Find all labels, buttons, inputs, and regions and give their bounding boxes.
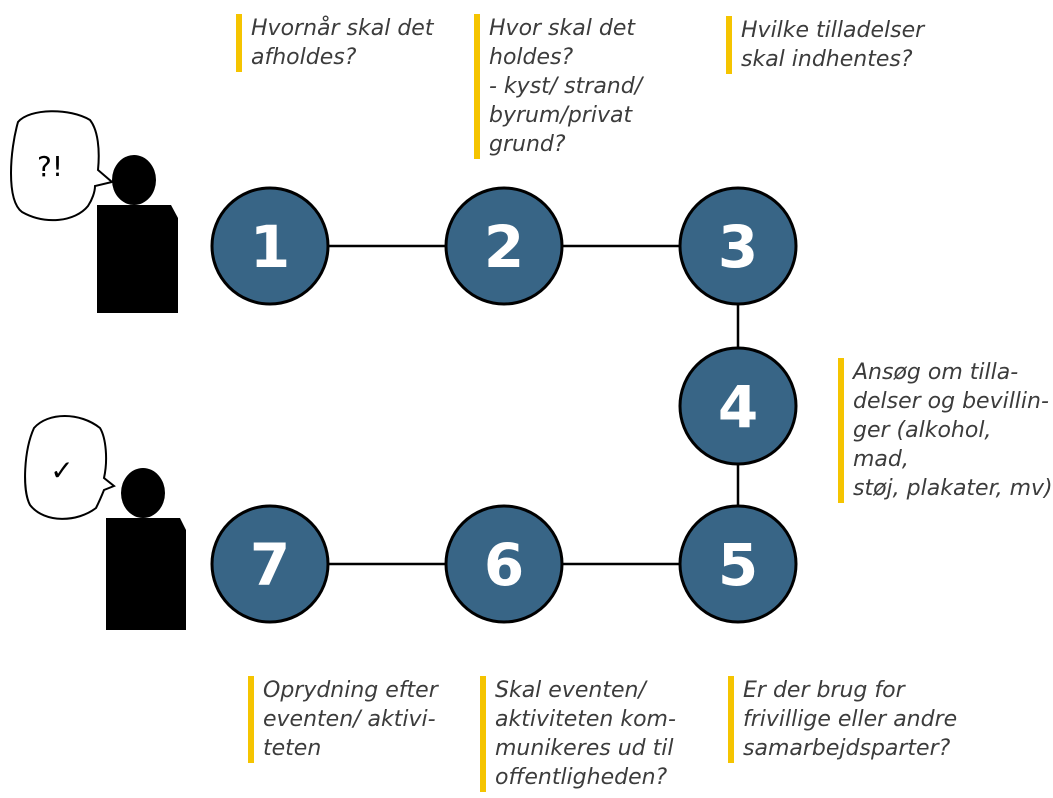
step-number: 1 (250, 213, 290, 281)
note-step-4: Ansøg om tilla- delser og bevillin- ger … (838, 358, 1053, 503)
step-number: 4 (718, 373, 758, 441)
note-step-6: Skal eventen/ aktiviteten kom- munikeres… (480, 676, 700, 792)
step-circle (678, 346, 798, 466)
step-number: 3 (718, 213, 758, 281)
bubble-shape (24, 415, 116, 520)
start-speech-bubble: ?! (10, 110, 115, 222)
step-number: 5 (718, 531, 758, 599)
step-circle (678, 504, 798, 624)
step-6: 6 (444, 504, 564, 624)
bubble-shape (10, 110, 115, 222)
step-circle (210, 504, 330, 624)
step-number: 2 (484, 213, 524, 281)
note-step-3: Hvilke tilladelser skal indhentes? (726, 16, 946, 74)
note-step-1: Hvornår skal det afholdes? (236, 14, 446, 72)
step-circle (444, 504, 564, 624)
step-circle (444, 186, 564, 306)
step-5: 5 (678, 504, 798, 624)
step-circle (678, 186, 798, 306)
step-7: 7 (210, 504, 330, 624)
step-circle (210, 186, 330, 306)
step-2: 2 (444, 186, 564, 306)
checkmark-icon: ✓ (50, 454, 73, 487)
bubble-start-text: ?! (37, 150, 63, 183)
step-3: 3 (678, 186, 798, 306)
note-step-2: Hvor skal det holdes? - kyst/ strand/ by… (474, 14, 674, 159)
step-1: 1 (210, 186, 330, 306)
start-person-icon (97, 155, 178, 313)
note-step-5: Er der brug for frivillige eller andre s… (728, 676, 968, 763)
step-number: 7 (250, 531, 290, 599)
end-speech-bubble: ✓ (24, 415, 116, 520)
step-number: 6 (484, 531, 524, 599)
end-person-icon (106, 468, 186, 630)
step-4: 4 (678, 346, 798, 466)
note-step-7: Oprydning efter eventen/ aktivi- teten (248, 676, 458, 763)
